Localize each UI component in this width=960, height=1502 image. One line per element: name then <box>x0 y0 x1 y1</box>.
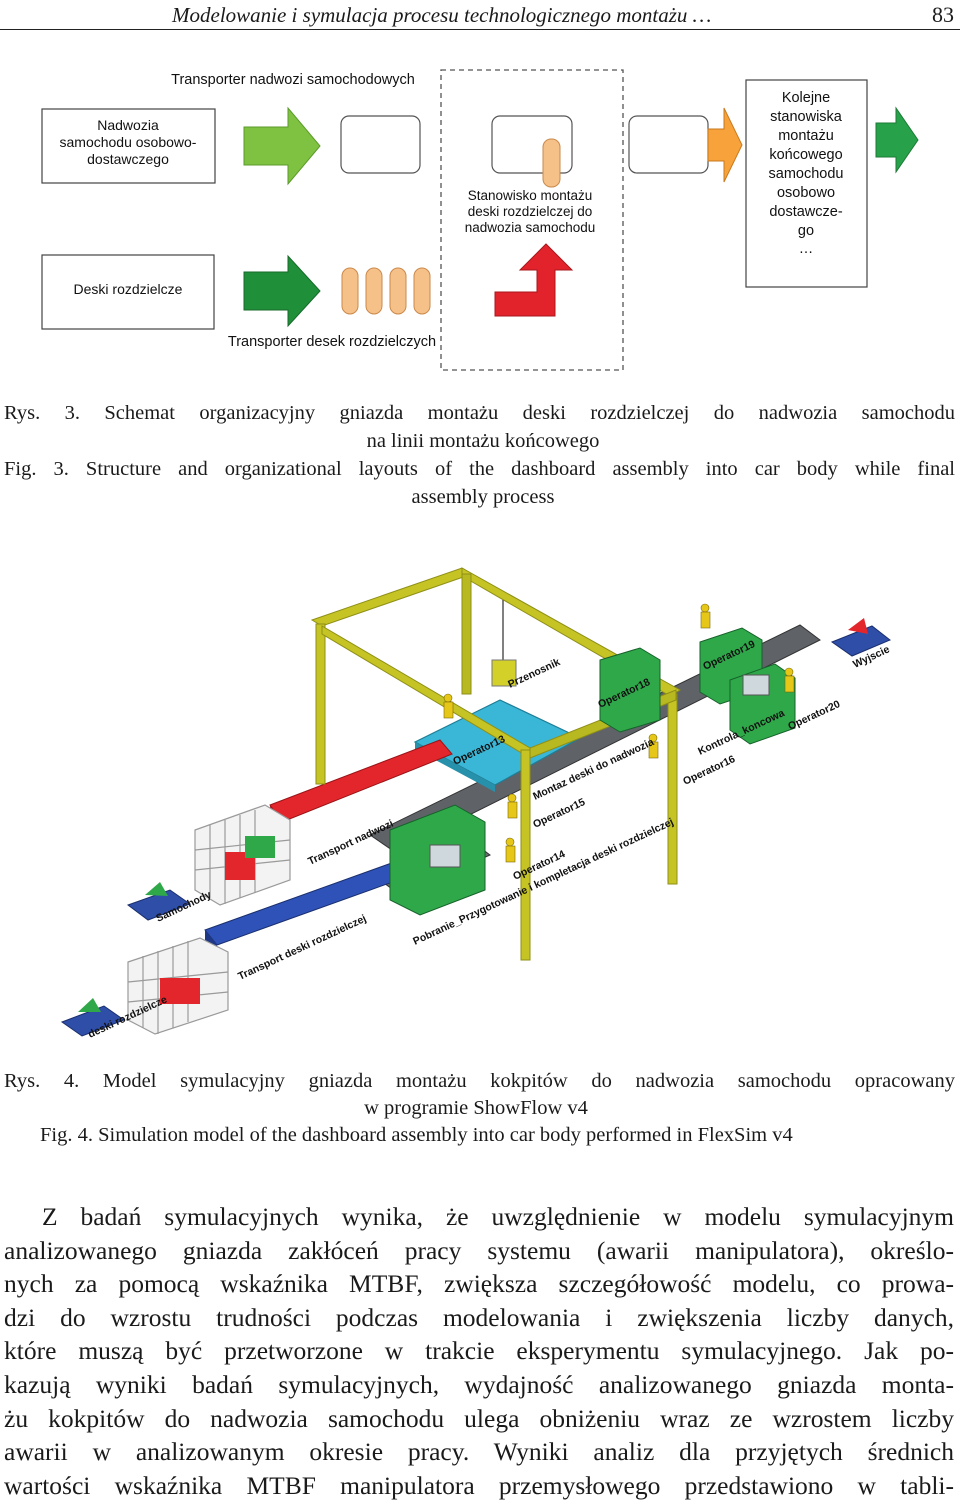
orange-arrow <box>707 107 743 183</box>
dashboards-box <box>41 254 215 330</box>
body-slot-3 <box>628 115 709 174</box>
running-header: Modelowanie i symulacja procesu technolo… <box>0 0 960 32</box>
bodies-box-line3: dostawczego <box>87 151 169 167</box>
label-transporter-bodies: Transporter nadwozi samochodowych <box>171 72 415 88</box>
label-operator15: Operator15 <box>531 796 587 831</box>
fig3-caption-pl-line1: Rys. 3. Schemat organizacyjny gniazda mo… <box>4 402 955 424</box>
next-line7: dostawcze- <box>769 204 843 220</box>
page-number: 83 <box>932 2 954 27</box>
next-line5: samochodu <box>769 166 844 182</box>
body-slot-1 <box>340 115 421 174</box>
bodies-arrow <box>243 106 321 186</box>
next-line6: osobowo <box>777 185 835 201</box>
screen-2 <box>742 674 770 696</box>
body-line: kazują wyniki badań symulacyjnych, wydaj… <box>4 1369 954 1399</box>
label-transporter-dashboards: Transporter desek rozdzielczych <box>228 334 436 350</box>
cage-bodies-green <box>245 836 275 858</box>
station-line2: deski rozdzielczej do <box>468 204 593 219</box>
body-line: żu kokpitów do nadwozia samochodu ulega … <box>4 1403 954 1433</box>
body-line: które muszą być przetworzone w trakcie e… <box>4 1336 954 1366</box>
red-turn-arrow <box>494 243 574 317</box>
station-dashboard <box>542 138 561 188</box>
dashboard-item-3 <box>389 267 407 315</box>
figure-4-simulation-model: Przenosnik Operator13 Operator18 Operato… <box>60 567 892 1040</box>
body-line: Z badań symulacyjnych wynika, że uwzględ… <box>42 1202 954 1231</box>
dashboard-item-2 <box>365 267 383 315</box>
body-line: analizowanego gniazda zakłóceń pracy sys… <box>4 1235 954 1265</box>
dashboard-item-4 <box>413 267 431 315</box>
next-line4: końcowego <box>769 147 842 163</box>
bodies-box-line2: samochodu osobowo- <box>60 134 197 150</box>
header-rule <box>0 29 960 30</box>
fig3-caption-en-line1: Fig. 3. Structure and organizational lay… <box>4 458 955 480</box>
exit-arrow <box>875 106 919 174</box>
fig3-caption-en-line2: assembly process <box>411 486 555 508</box>
fig4-caption-en-line1: Fig. 4. Simulation model of the dashboar… <box>40 1124 793 1146</box>
green-machine-2 <box>599 647 661 733</box>
next-line8: go <box>798 223 814 239</box>
fig4-caption-pl-line2: w programie ShowFlow v4 <box>364 1097 588 1119</box>
dashboards-box-label: Deski rozdzielcze <box>74 281 183 297</box>
figure-3-scheme: Transporter nadwozi samochodowych Nadwoz… <box>41 69 919 371</box>
fig4-caption-pl-line1: Rys. 4. Model symulacyjny gniazda montaż… <box>4 1070 955 1092</box>
station-line1: Stanowisko montażu <box>468 188 593 203</box>
gripper <box>491 659 517 687</box>
dashboards-arrow <box>243 254 321 328</box>
dashboard-item-1 <box>341 267 359 315</box>
next-line2: stanowiska <box>770 109 843 125</box>
station-line3: nadwozia samochodu <box>465 220 596 235</box>
next-line9: … <box>799 241 814 257</box>
operators <box>443 603 795 863</box>
screen-1 <box>429 844 461 868</box>
body-line: dzi do wzrostu trudności podczas modelow… <box>4 1302 954 1332</box>
next-line3: montażu <box>778 128 834 144</box>
body-line: wartości wskaźnika MTBF manipulatora prz… <box>4 1470 954 1500</box>
bodies-box <box>41 108 216 184</box>
body-line: nych za pomocą wskaźnika MTBF, zwiększa … <box>4 1269 954 1299</box>
next-stations-box <box>745 79 868 288</box>
next-line1: Kolejne <box>782 90 830 106</box>
body-paragraph: Z badań symulacyjnych wynika, że uwzględ… <box>4 1200 954 1502</box>
cage-dashboards-red <box>160 978 200 1004</box>
body-line: awarii w analizowanym okresie pracy. Wyn… <box>4 1437 954 1467</box>
station-dashed-frame <box>440 69 624 371</box>
label-operator16: Operator16 <box>681 753 737 788</box>
bodies-box-line1: Nadwozia <box>97 117 159 133</box>
running-title: Modelowanie i symulacja procesu technolo… <box>172 3 712 27</box>
fig3-caption-pl-line2: na linii montażu końcowego <box>366 430 600 452</box>
